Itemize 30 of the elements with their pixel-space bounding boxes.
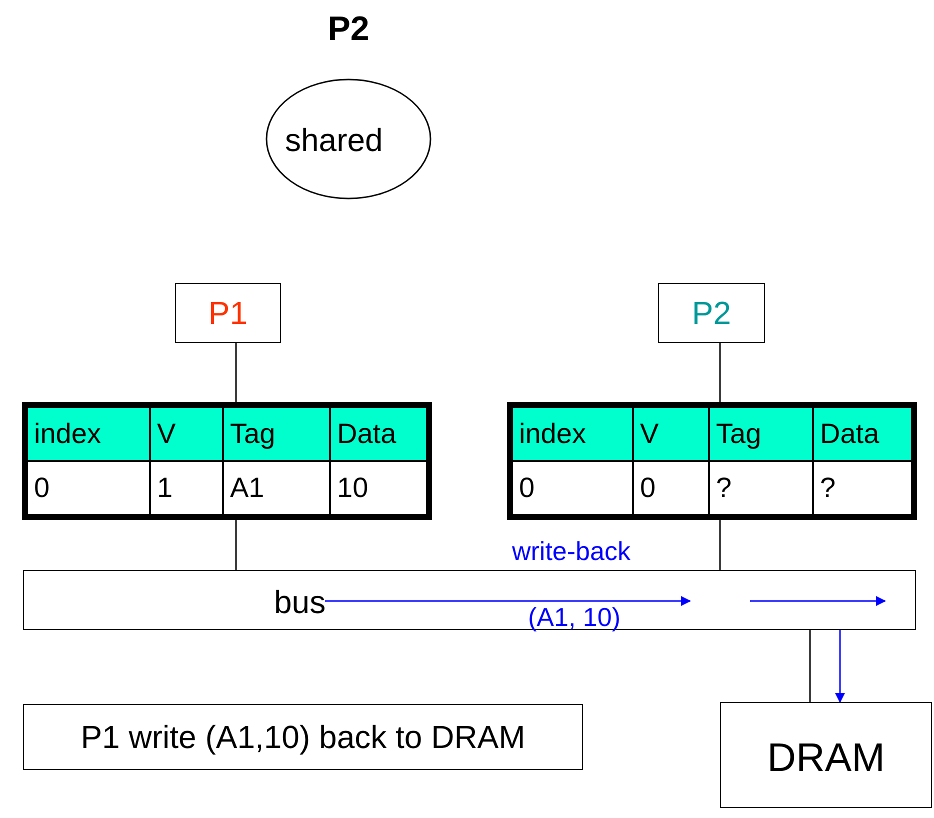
connector-line: [235, 343, 237, 402]
arrow: [835, 630, 845, 703]
state-label: shared: [285, 122, 383, 159]
data-cell: 0: [512, 461, 633, 515]
memory-box: DRAM: [720, 702, 932, 808]
connector-line: [809, 630, 811, 702]
header-cell: index: [27, 407, 150, 461]
header-cell: Data: [813, 407, 912, 461]
data-cell: 10: [330, 461, 427, 515]
data-cell: ?: [813, 461, 912, 515]
data-cell: ?: [709, 461, 813, 515]
annotation-label: (A1, 10): [528, 602, 620, 633]
annotation-label: write-back: [512, 536, 630, 567]
header-cell: V: [150, 407, 223, 461]
header-cell: V: [633, 407, 709, 461]
processor-box: P2: [658, 283, 765, 343]
header-cell: Tag: [709, 407, 813, 461]
data-cell: 0: [633, 461, 709, 515]
header-cell: index: [512, 407, 633, 461]
data-cell: A1: [223, 461, 330, 515]
connector-line: [719, 343, 721, 402]
connector-line: [719, 520, 721, 570]
header-cell: Tag: [223, 407, 330, 461]
data-cell: 1: [150, 461, 223, 515]
header-cell: Data: [330, 407, 427, 461]
heading: P2: [326, 10, 370, 49]
data-cell: 0: [27, 461, 150, 515]
processor-box: P1: [175, 283, 281, 343]
note-box: P1 write (A1,10) back to DRAM: [23, 704, 583, 770]
connector-line: [235, 520, 237, 570]
